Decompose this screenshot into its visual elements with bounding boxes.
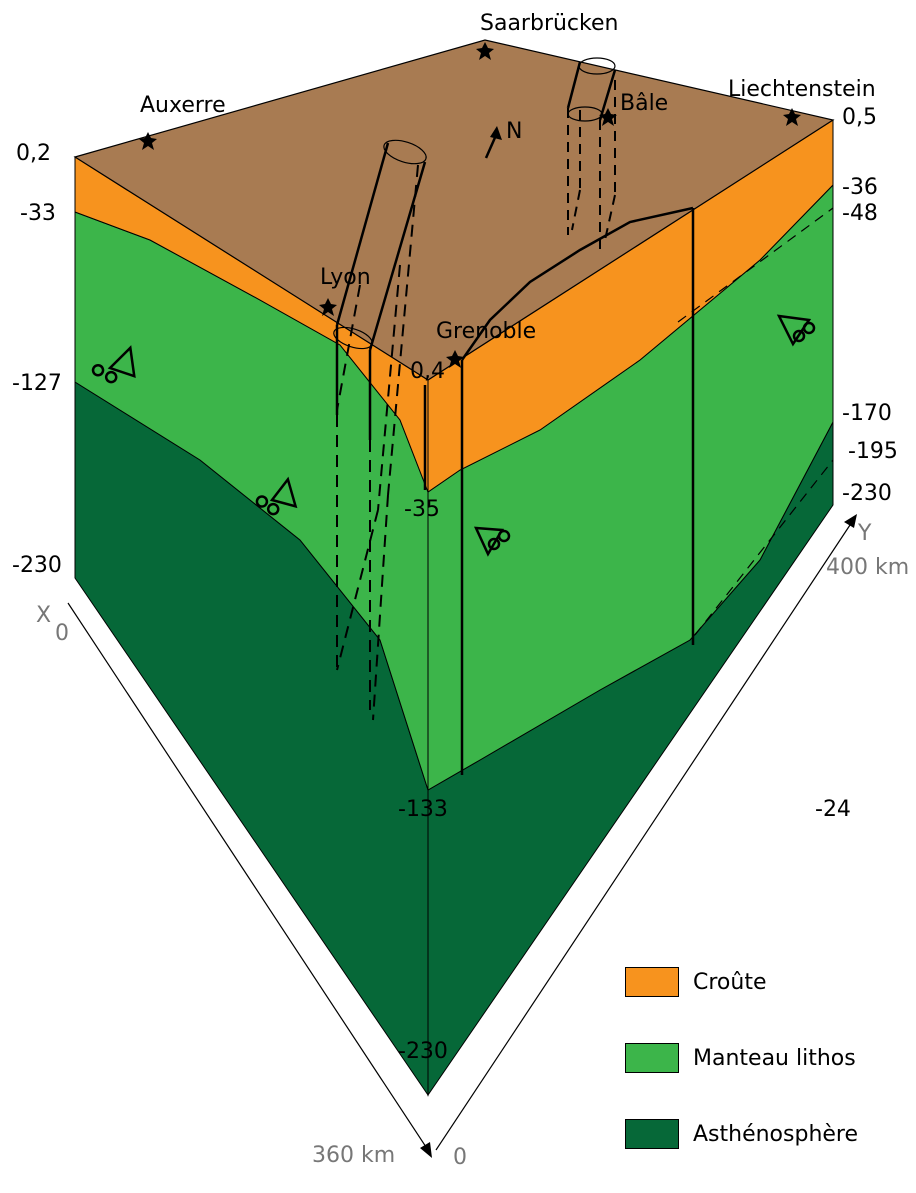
- legend-item-asthenosphere: Asthénosphère: [625, 1117, 905, 1151]
- depth-center-top: 0,4: [410, 359, 445, 384]
- legend-item-crust: Croûte: [625, 965, 905, 999]
- y-axis-line: [435, 521, 853, 1151]
- city-label-grenoble: Grenoble: [436, 319, 536, 344]
- slab-edge: [566, 61, 582, 109]
- city-marker-icon: [139, 42, 801, 368]
- depth-floating: -24: [815, 797, 851, 822]
- slab-edge: [598, 69, 617, 121]
- legend-label: Croûte: [693, 969, 767, 995]
- depth-center-litho-base: -133: [398, 797, 448, 822]
- geological-block-diagram: N Saarbrücken Auxerre Liechtenstein Bâle…: [12, 11, 909, 1168]
- x-axis-arrowhead: [420, 1142, 432, 1158]
- legend-swatch-crust: [625, 967, 679, 997]
- slab-dashed: [377, 264, 401, 511]
- slab-top-ellipse: [578, 57, 616, 75]
- x-axis-end: 360 km: [312, 1143, 395, 1168]
- depth-left-bottom: -230: [12, 553, 62, 578]
- slab-dashed: [336, 284, 361, 411]
- depth-right-crust-base-a: -36: [842, 175, 878, 200]
- right-face-crust: [427, 119, 834, 493]
- dashed-interface-line: [694, 459, 834, 636]
- city-label-saarbrucken: Saarbrücken: [480, 11, 618, 36]
- legend-item-lithospheric-mantle: Manteau lithos: [625, 1041, 905, 1075]
- legend-label: Asthénosphère: [693, 1121, 859, 1147]
- depth-right-bottom: -230: [842, 481, 892, 506]
- slab-bottom-ellipse: [333, 326, 373, 350]
- depth-left-litho-base: -127: [12, 371, 62, 396]
- city-label-liechtenstein: Liechtenstein: [728, 77, 876, 102]
- city-label-lyon: Lyon: [320, 265, 371, 290]
- slab-dashed: [571, 189, 581, 231]
- plate-motion-symbol: [255, 476, 298, 516]
- depth-left-top: 0,2: [16, 141, 51, 166]
- depth-center-crust-base: -35: [404, 497, 440, 522]
- y-axis-start: 0: [453, 1145, 467, 1168]
- city-label-auxerre: Auxerre: [140, 93, 226, 118]
- y-axis-name: Y: [857, 521, 872, 546]
- cross-section-curve: [460, 206, 694, 361]
- depth-left-crust-base: -33: [20, 201, 56, 226]
- y-axis-end: 400 km: [826, 555, 909, 580]
- slab-top-ellipse: [383, 139, 427, 165]
- slab-edge: [335, 142, 390, 326]
- plate-motion-symbol: [473, 526, 511, 557]
- depth-right-litho-b: -195: [848, 439, 898, 464]
- north-label: N: [506, 119, 522, 144]
- city-label-bale: Bâle: [620, 91, 668, 116]
- legend-swatch-asthenosphere: [625, 1119, 679, 1149]
- y-axis-arrowhead: [844, 514, 857, 528]
- legend-swatch-lithospheric-mantle: [625, 1043, 679, 1073]
- slab-dashed: [336, 509, 379, 671]
- depth-right-crust-base-b: -48: [842, 201, 878, 226]
- plate-motion-symbol: [91, 345, 136, 384]
- depth-right-litho-a: -170: [842, 401, 892, 426]
- legend-label: Manteau lithos: [693, 1045, 856, 1071]
- plate-motion-symbol: [776, 314, 816, 347]
- slab-dashed: [372, 494, 389, 721]
- depth-center-bottom: -230: [398, 1039, 448, 1064]
- x-axis-start: 0: [55, 621, 69, 646]
- slab-dashed: [387, 164, 419, 496]
- legend: Croûte Manteau lithos Asthénosphère: [625, 965, 905, 1193]
- x-axis-line: [67, 602, 429, 1151]
- dashed-interface-line: [677, 207, 834, 323]
- top-surface: [73, 39, 835, 381]
- north-arrow-icon: [484, 126, 502, 159]
- depth-right-top: 0,5: [842, 105, 877, 130]
- x-axis-name: X: [36, 603, 51, 628]
- slab-dashed: [604, 194, 616, 241]
